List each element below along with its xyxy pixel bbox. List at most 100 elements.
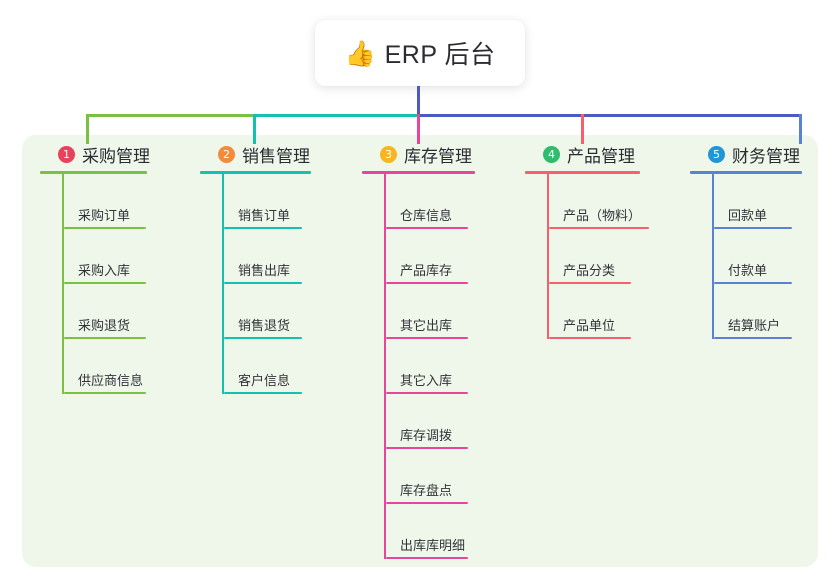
branch-column-4[interactable]: 4 产品管理产品（物料） 产品分类产品单位	[525, 142, 649, 339]
branch-item-underline	[64, 392, 146, 394]
branch-column-5[interactable]: 5 财务管理回款单付款单结算账户	[690, 142, 802, 339]
connector-spine-1	[62, 174, 64, 394]
branch-item-underline	[386, 502, 468, 504]
branch-header-5[interactable]: 5 财务管理	[690, 142, 802, 166]
connector-drop-4	[581, 114, 584, 144]
branch-item-underline	[224, 392, 302, 394]
branch-badge-5: 5	[708, 145, 725, 163]
branch-item-label: 结算账户	[728, 318, 781, 333]
root-node-title: ERP 后台	[384, 41, 496, 69]
branch-item[interactable]: 产品库存	[384, 229, 475, 284]
branch-item[interactable]: 回款单	[712, 174, 802, 229]
branch-badge-3: 3	[380, 145, 397, 163]
branch-item[interactable]: 出库库明细	[384, 504, 475, 559]
branch-item[interactable]: 结算账户	[712, 284, 802, 339]
branch-underline-3	[362, 171, 475, 174]
branch-item-underline	[714, 337, 792, 339]
connector-spine-3	[384, 174, 386, 559]
branch-item[interactable]: 采购退货	[62, 284, 150, 339]
branch-item[interactable]: 其它出库	[384, 284, 475, 339]
branch-item[interactable]: 销售出库	[222, 229, 311, 284]
branch-item-list-1: 采购订单采购入库采购退货供应商信息	[40, 174, 150, 394]
branch-item-label: 采购订单	[78, 208, 131, 223]
branch-item-label: 销售退货	[238, 318, 291, 333]
branch-title-2: 销售管理	[242, 146, 310, 166]
branch-item-underline	[386, 282, 468, 284]
branch-item[interactable]: 客户信息	[222, 339, 311, 394]
branch-item-underline	[386, 227, 468, 229]
connector-drop-5	[799, 114, 802, 144]
branch-item-label: 产品库存	[400, 263, 453, 278]
branch-item[interactable]: 库存盘点	[384, 449, 475, 504]
connector-drop-2	[253, 114, 256, 144]
branch-title-3: 库存管理	[404, 146, 472, 166]
branch-header-4[interactable]: 4 产品管理	[525, 142, 641, 166]
branch-underline-5	[690, 171, 802, 174]
branch-item-underline	[549, 282, 631, 284]
branch-item-label: 采购入库	[78, 263, 131, 278]
branch-underline-2	[200, 171, 311, 174]
branch-title-4: 产品管理	[567, 146, 635, 166]
branch-item-underline	[224, 227, 302, 229]
branch-item-label: 销售订单	[238, 208, 291, 223]
branch-header-2[interactable]: 2 销售管理	[200, 142, 311, 166]
branch-badge-4: 4	[543, 145, 560, 163]
branch-item-underline	[714, 282, 792, 284]
branch-item-label: 付款单	[728, 263, 768, 278]
branch-item-underline	[714, 227, 792, 229]
branch-item-underline	[224, 337, 302, 339]
branch-item[interactable]: 其它入库	[384, 339, 475, 394]
branch-item[interactable]: 供应商信息	[62, 339, 150, 394]
branch-item[interactable]: 库存调拨	[384, 394, 475, 449]
branch-item-list-4: 产品（物料） 产品分类产品单位	[525, 174, 649, 339]
branch-underline-1	[40, 171, 147, 174]
branch-item[interactable]: 销售订单	[222, 174, 311, 229]
branch-item-label: 库存盘点	[400, 483, 453, 498]
branch-item-label: 库存调拨	[400, 428, 453, 443]
thumbs-up-icon: 👍	[344, 39, 376, 68]
branch-item-underline	[549, 337, 631, 339]
connector-spine-4	[547, 174, 549, 339]
branch-title-5: 财务管理	[732, 146, 800, 166]
branch-item[interactable]: 采购入库	[62, 229, 150, 284]
branch-item-label: 产品分类	[563, 263, 616, 278]
branch-item[interactable]: 仓库信息	[384, 174, 475, 229]
branch-item-label: 客户信息	[238, 373, 291, 388]
root-node[interactable]: 👍 ERP 后台	[315, 20, 525, 86]
branch-item-label: 其它入库	[400, 373, 453, 388]
branch-title-1: 采购管理	[82, 146, 150, 166]
branch-item-underline	[386, 337, 468, 339]
branch-badge-2: 2	[218, 145, 235, 163]
branch-item-underline	[386, 392, 468, 394]
connector-drop-3	[417, 114, 420, 144]
branch-column-3[interactable]: 3 库存管理仓库信息产品库存其它出库其它入库库存调拨库存盘点出库库明细	[362, 142, 475, 559]
connector-spine-5	[712, 174, 714, 339]
connector-drop-1	[86, 114, 89, 144]
branch-item-underline	[549, 227, 649, 229]
connector-root-stem	[417, 86, 420, 116]
connector-bus-mid	[253, 114, 418, 117]
branch-item[interactable]: 产品（物料）	[547, 174, 649, 229]
branch-underline-4	[525, 171, 640, 174]
branch-item-list-5: 回款单付款单结算账户	[690, 174, 802, 339]
branch-header-3[interactable]: 3 库存管理	[362, 142, 475, 166]
branch-item-label: 回款单	[728, 208, 768, 223]
branch-item-underline	[386, 447, 468, 449]
branch-item[interactable]: 产品单位	[547, 284, 641, 339]
branch-column-2[interactable]: 2 销售管理销售订单销售出库销售退货客户信息	[200, 142, 311, 394]
branch-item-label: 出库库明细	[400, 538, 466, 553]
branch-item[interactable]: 采购订单	[62, 174, 150, 229]
branch-item[interactable]: 产品分类	[547, 229, 641, 284]
branch-item-list-2: 销售订单销售出库销售退货客户信息	[200, 174, 311, 394]
connector-bus-left	[86, 114, 254, 117]
branch-item-underline	[64, 282, 146, 284]
branch-item[interactable]: 付款单	[712, 229, 802, 284]
connector-bus-right	[417, 114, 802, 117]
branch-item[interactable]: 销售退货	[222, 284, 311, 339]
branch-item-label: 销售出库	[238, 263, 291, 278]
branch-item-label: 其它出库	[400, 318, 453, 333]
branch-item-underline	[64, 337, 146, 339]
